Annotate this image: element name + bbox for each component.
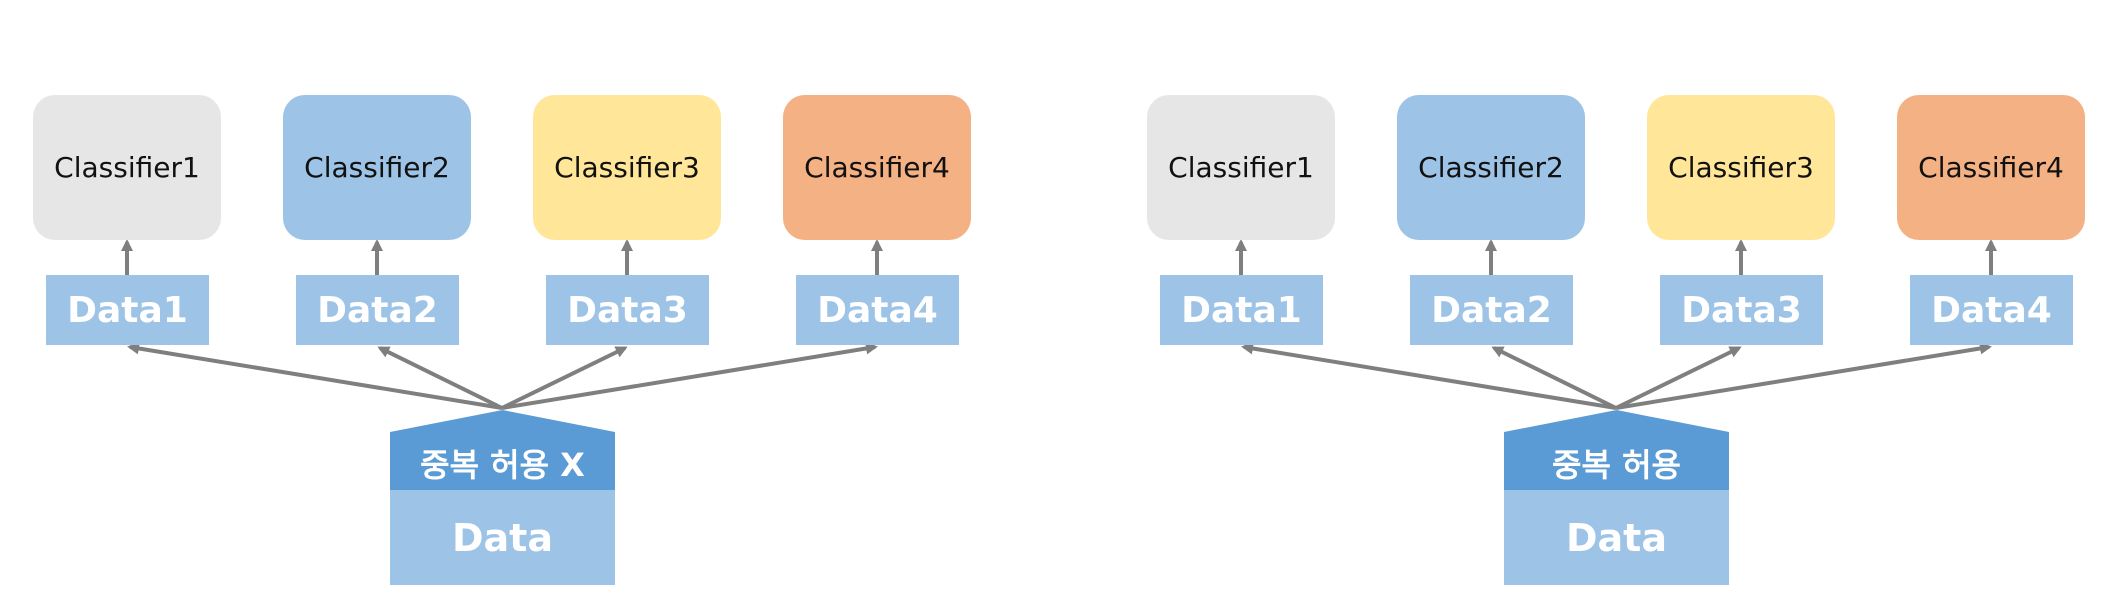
- classifier-3-label: Classifier3: [1668, 151, 1814, 184]
- classifier-4-label: Classifier4: [1918, 151, 2064, 184]
- classifier-4-label: Classifier4: [804, 151, 950, 184]
- data-subset-4-label: Data4: [1931, 289, 2052, 331]
- data-subset-3-label: Data3: [1681, 289, 1802, 331]
- source-data-label: Data: [452, 515, 553, 560]
- arrows-layer: [1235, 239, 1997, 410]
- arrow-source-to-data4: [501, 342, 878, 410]
- arrow-source-to-data1: [1241, 342, 1617, 410]
- classifier-1-box: Classifier1: [1147, 95, 1335, 240]
- arrows-layer: [121, 239, 883, 410]
- arrow-source-to-data2: [1491, 346, 1617, 410]
- classifier-1-label: Classifier1: [1168, 151, 1314, 184]
- classifier-1-box: Classifier1: [33, 95, 221, 240]
- source-data-label: Data: [1566, 515, 1667, 560]
- data-subset-1: Data1: [1160, 275, 1323, 345]
- arrow-source-to-data2: [377, 346, 503, 410]
- data-subset-2-label: Data2: [1431, 289, 1552, 331]
- data-subset-4-label: Data4: [817, 289, 938, 331]
- diagram-panel-with-replacement: Classifier1 Classifier2 Classifier3 Clas…: [1114, 0, 2120, 606]
- arrow-source-to-data1: [127, 342, 503, 410]
- diagram-panel-without-replacement: Classifier1 Classifier2 Classifier3 Clas…: [33, 95, 971, 585]
- data-subset-4: Data4: [1910, 275, 2073, 345]
- classifier-1-label: Classifier1: [54, 151, 200, 184]
- classifier-4-box: Classifier4: [783, 95, 971, 240]
- data-subset-3-label: Data3: [567, 289, 688, 331]
- data-subset-2-label: Data2: [317, 289, 438, 331]
- classifier-3-box: Classifier3: [533, 95, 721, 240]
- data-subset-4: Data4: [796, 275, 959, 345]
- sampling-mode-label: 중복 허용: [1552, 445, 1681, 484]
- source-data-shape: [1504, 410, 1729, 585]
- arrow-source-to-data4: [1615, 342, 1992, 410]
- data-subset-2: Data2: [296, 275, 459, 345]
- data-subset-3: Data3: [546, 275, 709, 345]
- source-data-block: 중복 허용 Data: [1504, 410, 1729, 585]
- sampling-mode-label: 중복 허용 X: [420, 445, 585, 484]
- arrow-source-to-data3: [501, 346, 628, 410]
- classifier-2-label: Classifier2: [1418, 151, 1564, 184]
- classifier-3-label: Classifier3: [554, 151, 700, 184]
- classifier-3-box: Classifier3: [1647, 95, 1835, 240]
- arrow-source-to-data3: [1615, 346, 1742, 410]
- classifier-2-box: Classifier2: [1397, 95, 1585, 240]
- data-subset-2: Data2: [1410, 275, 1573, 345]
- data-subset-1: Data1: [46, 275, 209, 345]
- data-subset-1-label: Data1: [67, 289, 188, 331]
- classifier-4-box: Classifier4: [1897, 95, 2085, 240]
- source-data-shape: [390, 410, 615, 585]
- data-subset-3: Data3: [1660, 275, 1823, 345]
- classifier-2-label: Classifier2: [304, 151, 450, 184]
- source-data-block: 중복 허용 X Data: [390, 410, 615, 585]
- data-subset-1-label: Data1: [1181, 289, 1302, 331]
- classifier-2-box: Classifier2: [283, 95, 471, 240]
